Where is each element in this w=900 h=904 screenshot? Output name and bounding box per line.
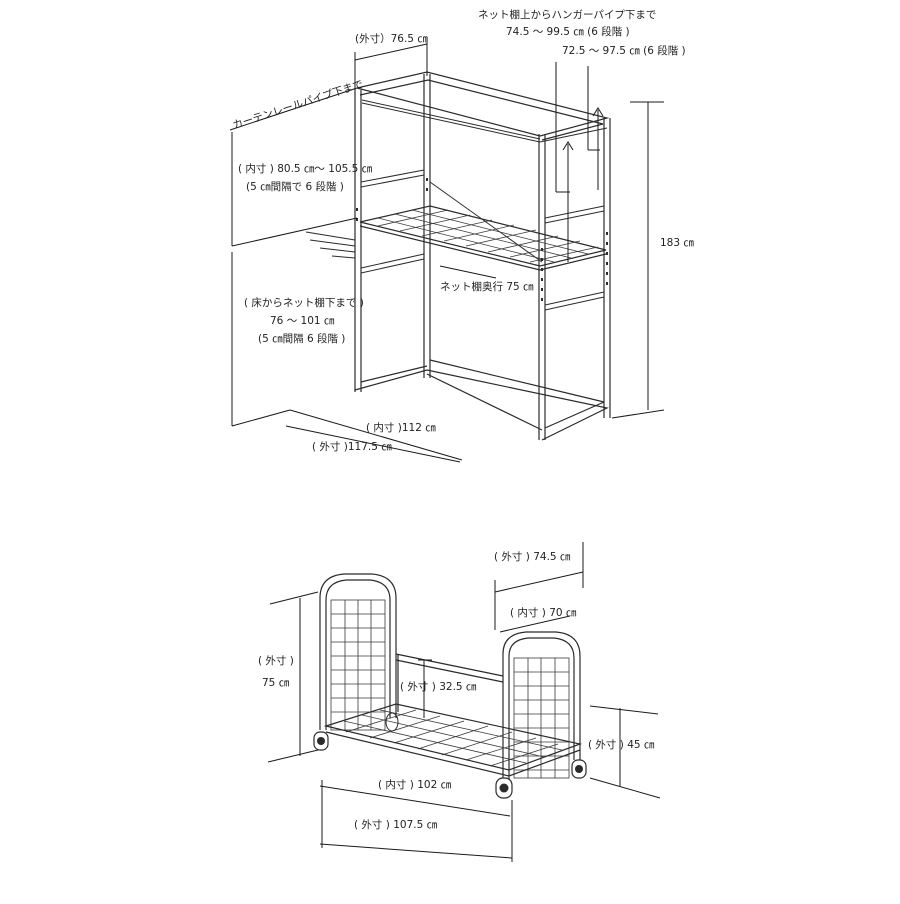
rack-outer-width: ( 外寸 )117.5 ㎝ <box>312 440 392 453</box>
rack-dimension-lines <box>229 38 665 463</box>
cart-caster-front-left <box>313 731 329 751</box>
rack-hanger-range-title: ネット棚上からハンガーパイプ下まで <box>478 8 656 21</box>
rack-hanger-range-2: 72.5 ～ 97.5 ㎝ (6 段階 ) <box>562 44 686 57</box>
cart-front-height: ( 外寸 ) 45 ㎝ <box>588 738 655 751</box>
cart-right-mesh <box>513 657 570 779</box>
rack-side-hooks <box>305 231 356 259</box>
rack-hanger-range-1: 74.5 ～ 99.5 ㎝ (6 段階 ) <box>506 25 630 38</box>
rack-floor-to-shelf-1: ( 床からネット棚下まで ) <box>244 296 364 309</box>
cart-side-height: ( 外寸 ) 32.5 ㎝ <box>400 680 477 693</box>
rack-shelf-depth: ネット棚奥行 75 ㎝ <box>440 280 534 293</box>
cart-inner-depth: ( 内寸 ) 70 ㎝ <box>510 606 577 619</box>
rack-curtain-rail-label: カーテンレールパイプ下まで <box>231 78 365 132</box>
rack-floor-to-shelf-3: (5 ㎝間隔 6 段階 ) <box>258 332 345 345</box>
rack-floor-to-shelf-2: 76 ～ 101 ㎝ <box>270 315 335 327</box>
cart-illustration <box>313 573 587 799</box>
rack-total-height: 183 ㎝ <box>660 237 694 249</box>
cart-outer-height-value: 75 ㎝ <box>262 677 290 689</box>
cart-left-mesh <box>330 599 386 731</box>
cart-outer-height-label: ( 外寸 ) <box>258 654 294 667</box>
rack-shelf-mesh <box>377 209 599 263</box>
rack-adjust-holes <box>356 178 608 301</box>
cart-caster-front-right <box>495 777 513 799</box>
rack-inner-height-1: ( 内寸 ) 80.5 ㎝～ 105.5 ㎝ <box>238 162 373 175</box>
cart-caster-rear-right <box>571 759 587 779</box>
cart-base-mesh <box>343 709 563 767</box>
cart-inner-width: ( 内寸 ) 102 ㎝ <box>378 778 452 791</box>
rack-illustration <box>305 71 611 441</box>
rack-inner-width: ( 内寸 )112 ㎝ <box>366 421 436 434</box>
rack-outer-depth-label: (外寸）76.5 ㎝ <box>355 32 428 45</box>
cart-outer-depth: ( 外寸 ) 74.5 ㎝ <box>494 550 571 563</box>
cart-outer-width: ( 外寸 ) 107.5 ㎝ <box>354 818 438 831</box>
cart-dimension-lines <box>267 542 661 862</box>
cart-labels: ( 外寸 ) 74.5 ㎝ ( 内寸 ) 70 ㎝ ( 外寸 ) 75 ㎝ ( … <box>258 550 655 831</box>
rack-inner-height-2: (5 ㎝間隔で 6 段階 ) <box>246 180 344 193</box>
